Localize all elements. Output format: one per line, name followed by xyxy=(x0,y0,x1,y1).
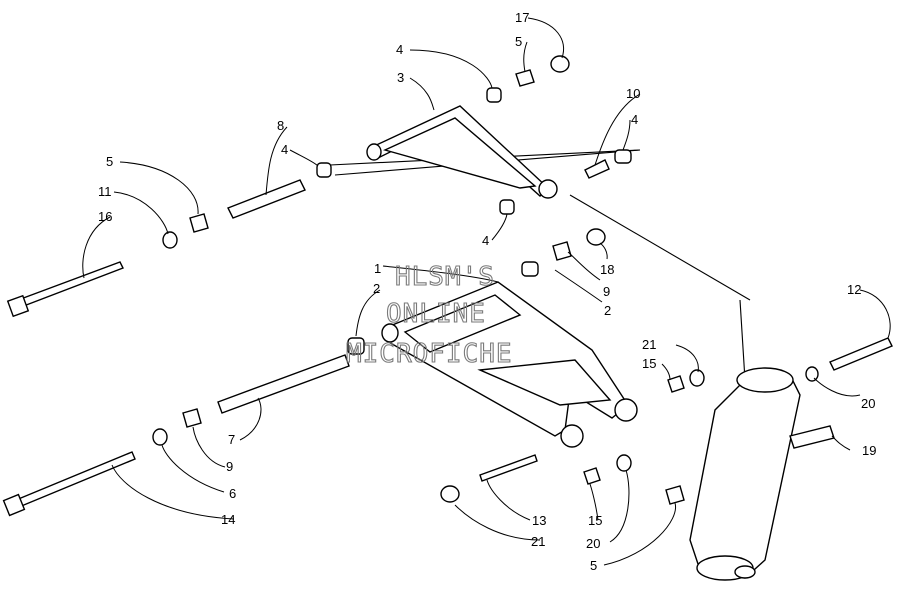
flange-nut-lower-a[interactable] xyxy=(552,241,572,261)
flange-nut-lower-b[interactable] xyxy=(182,408,202,428)
callout-1: 1 xyxy=(374,261,381,276)
callout-2: 2 xyxy=(604,303,611,318)
nut-15-upper[interactable] xyxy=(667,375,685,393)
bushing-upper-c[interactable] xyxy=(614,149,632,164)
bolt-12[interactable] xyxy=(829,337,893,371)
callout-20: 20 xyxy=(861,396,875,411)
callout-12: 12 xyxy=(847,282,861,297)
callout-2: 2 xyxy=(373,281,380,296)
upper-a-arm-assembly xyxy=(6,55,641,318)
callout-14: 14 xyxy=(221,512,235,527)
flange-nut-upper[interactable] xyxy=(189,213,209,233)
watermark-line-1: HLSM'S xyxy=(395,262,495,292)
pivot-sleeve-10[interactable] xyxy=(584,159,610,179)
bushing-upper-a[interactable] xyxy=(486,87,502,103)
callout-5: 5 xyxy=(590,558,597,573)
washer-upper[interactable] xyxy=(550,55,570,73)
bushing-upper-b[interactable] xyxy=(316,162,332,178)
callout-5: 5 xyxy=(515,34,522,49)
callout-9: 9 xyxy=(226,459,233,474)
callout-9: 9 xyxy=(603,284,610,299)
callout-20: 20 xyxy=(586,536,600,551)
callout-5: 5 xyxy=(106,154,113,169)
callout-6: 6 xyxy=(229,486,236,501)
washer-6[interactable] xyxy=(152,428,168,446)
nut-5-lower[interactable] xyxy=(665,485,685,505)
nut-15-lower[interactable] xyxy=(583,467,601,485)
callout-16: 16 xyxy=(98,209,112,224)
pivot-sleeve-7[interactable] xyxy=(217,354,350,414)
callout-18: 18 xyxy=(600,262,614,277)
callout-3: 3 xyxy=(397,70,404,85)
bolt-14[interactable] xyxy=(15,451,136,508)
watermark-line-3: MICROFICHE xyxy=(346,339,513,369)
watermark: HLSM'S ONLINE MICROFICHE xyxy=(345,261,513,369)
callout-21: 21 xyxy=(531,534,545,549)
callout-15: 15 xyxy=(588,513,602,528)
callout-4: 4 xyxy=(482,233,489,248)
callout-4: 4 xyxy=(281,142,288,157)
spindle[interactable] xyxy=(689,374,801,579)
callout-11: 11 xyxy=(98,184,112,199)
callout-15: 15 xyxy=(642,356,656,371)
bushing-lower-a[interactable] xyxy=(521,261,539,277)
spindle-assembly xyxy=(689,337,893,581)
washer-20-lower[interactable] xyxy=(616,454,632,472)
callout-10: 10 xyxy=(626,86,640,101)
lower-a-arm-assembly xyxy=(2,194,751,517)
bolt-16[interactable] xyxy=(17,261,124,308)
bolt-13[interactable] xyxy=(479,454,538,482)
leader-lines xyxy=(82,17,891,566)
callout-8: 8 xyxy=(277,118,284,133)
watermark-line-2: ONLINE xyxy=(386,299,486,329)
callout-4: 4 xyxy=(631,112,638,127)
washer-21[interactable] xyxy=(689,369,705,387)
callout-19: 19 xyxy=(862,443,876,458)
callout-4: 4 xyxy=(396,42,403,57)
bushing-lower-b[interactable] xyxy=(347,337,365,355)
pivot-sleeve-8[interactable] xyxy=(227,179,306,219)
bushing-upper-d[interactable] xyxy=(499,199,515,215)
callout-7: 7 xyxy=(228,432,235,447)
washer-11[interactable] xyxy=(162,231,178,249)
cap-nut-upper[interactable] xyxy=(515,69,535,87)
tie-rod-19[interactable] xyxy=(789,425,835,449)
callout-labels: 1 2 2 3 4 4 4 4 5 5 5 6 7 8 9 9 10 11 12… xyxy=(98,10,876,573)
washer-20-right[interactable] xyxy=(805,366,819,382)
callout-21: 21 xyxy=(642,337,656,352)
callout-17: 17 xyxy=(515,10,529,25)
cap-21[interactable] xyxy=(440,485,460,503)
callout-13: 13 xyxy=(532,513,546,528)
washer-18[interactable] xyxy=(586,228,606,246)
